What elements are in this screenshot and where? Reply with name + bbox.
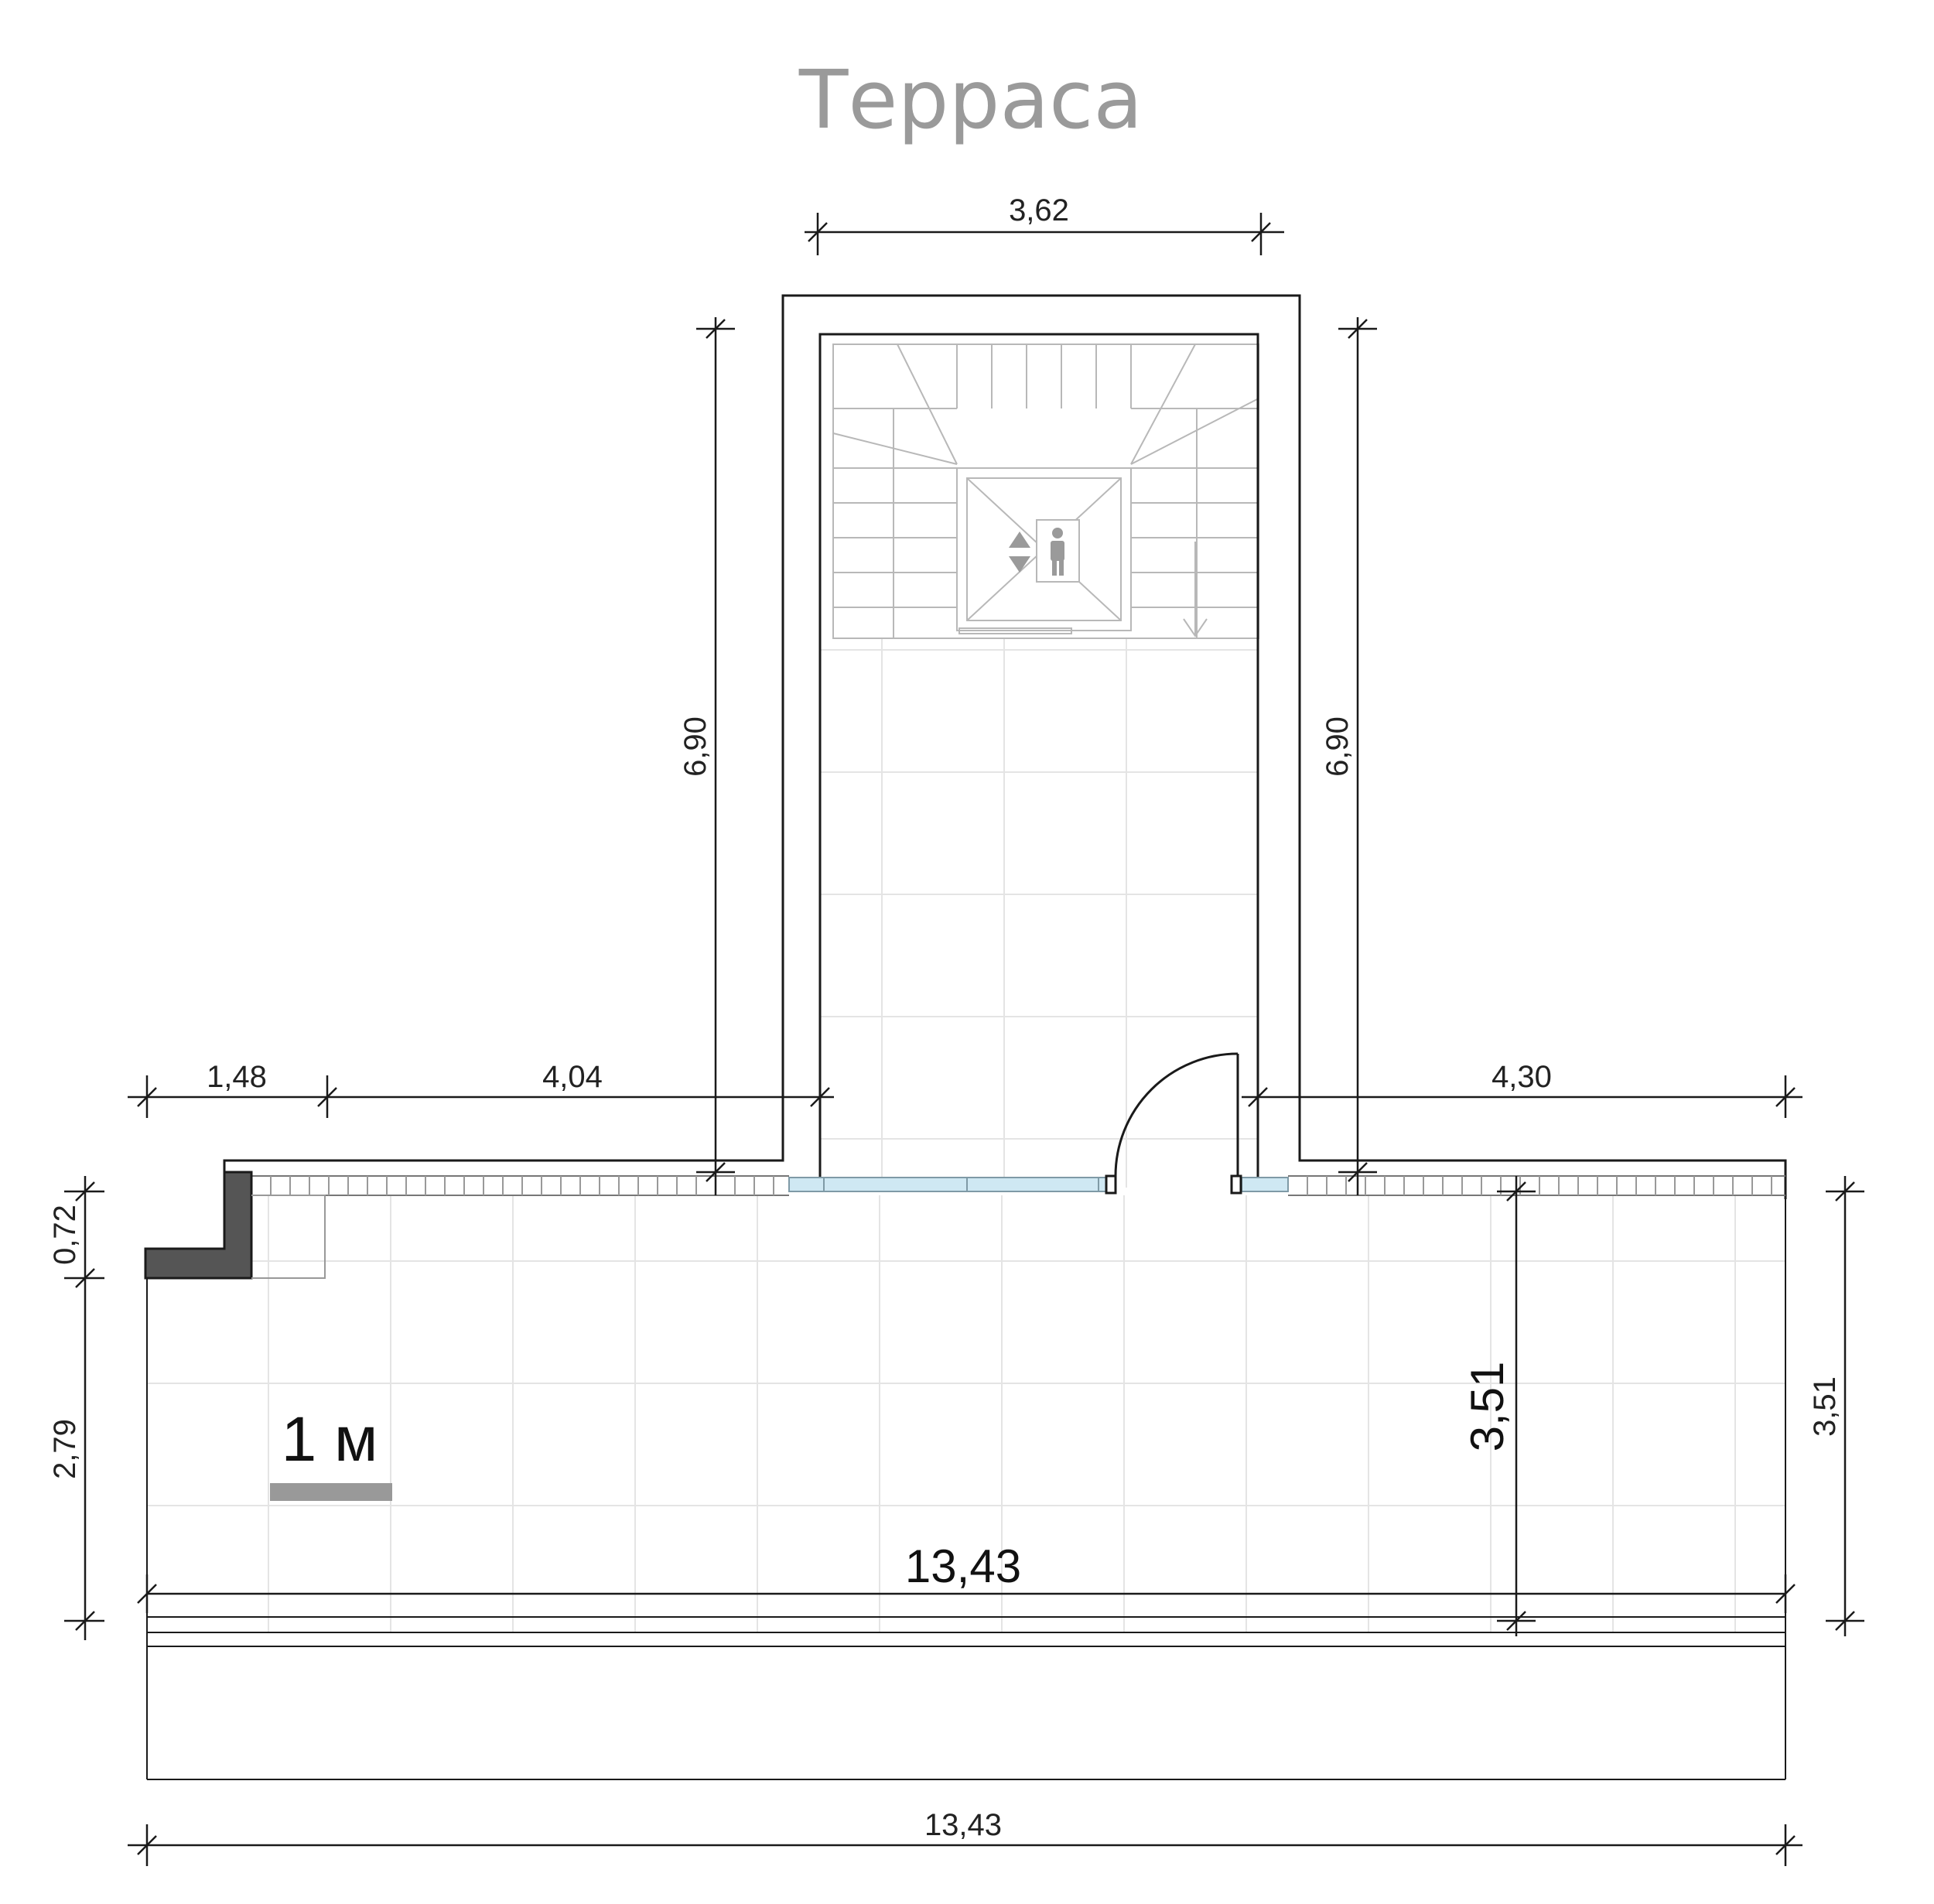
window-glazing	[788, 1177, 1289, 1192]
dim-left-segment-1: 1,48	[207, 1060, 267, 1094]
dim-total-width: 13,43	[924, 1808, 1002, 1842]
dim-left-segment-2: 4,04	[542, 1060, 603, 1094]
dim-inner-height: 3,51	[1461, 1362, 1513, 1452]
dim-left-height: 2,79	[48, 1419, 82, 1479]
dim-stair-width: 3,62	[1009, 193, 1069, 227]
plan-title: Терраса	[798, 53, 1143, 147]
scale-bar-label: 1 м	[282, 1404, 378, 1475]
dimension-lines	[64, 213, 1864, 1866]
staircase	[832, 344, 1259, 639]
balustrade-top	[251, 1175, 1785, 1196]
dim-right-segment: 4,30	[1492, 1060, 1552, 1094]
dim-right-height: 3,51	[1808, 1376, 1842, 1437]
terrace-outline	[146, 1199, 1786, 1780]
floor-tile-grid	[147, 638, 1785, 1632]
scale-bar	[270, 1483, 392, 1501]
elevator-icon	[1009, 532, 1030, 573]
dim-stair-height-left: 6,90	[678, 716, 712, 777]
dim-left-step: 0,72	[48, 1205, 82, 1265]
door	[1105, 1052, 1242, 1195]
person-icon	[1051, 528, 1064, 576]
corner-column	[144, 1171, 253, 1280]
dim-inner-width: 13,43	[905, 1540, 1021, 1592]
dim-stair-height-right: 6,90	[1321, 716, 1355, 777]
corner-niche	[251, 1195, 326, 1279]
